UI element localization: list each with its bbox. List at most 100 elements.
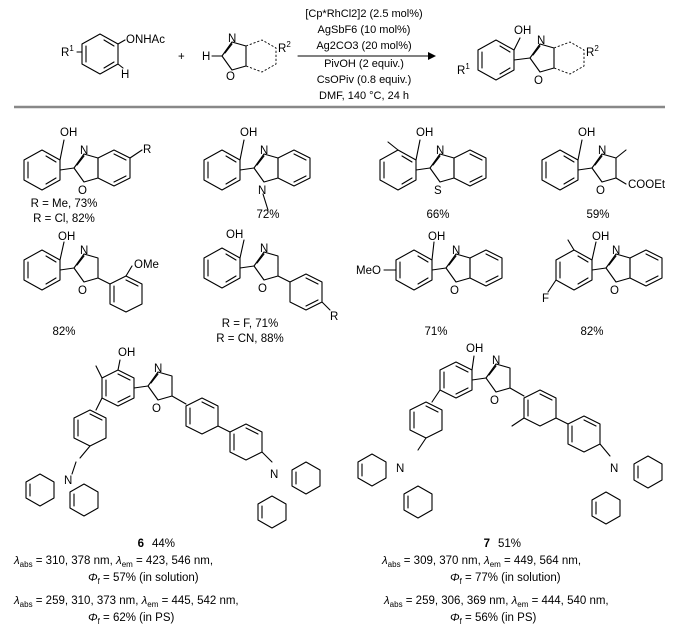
p2-n1-label: N [260, 145, 268, 157]
p5-oh-label: OH [58, 231, 75, 243]
p1-oh-label: OH [60, 127, 77, 139]
product-r1-label: R1 [457, 62, 470, 77]
p4-o-label: O [596, 185, 605, 197]
dye6-left-n-label: N [64, 475, 72, 487]
p8-yield: 82% [580, 326, 603, 338]
reactant-onhac-label: ONHAc [126, 34, 165, 46]
dye7-solution-wavelengths: λabs = 309, 370 nm, λem = 449, 564 nm, [381, 555, 581, 569]
dye7-ps-wavelengths: λabs = 259, 306, 369 nm, λem = 444, 540 … [383, 595, 609, 609]
condition-solvent: DMF, 140 °C, 24 h [319, 90, 409, 102]
product-r2-label: R2 [586, 44, 599, 59]
p1-o-label: O [78, 185, 87, 197]
dye6-ps-quantum-yield: Φf = 62% (in PS) [88, 612, 174, 626]
p2-n2-label: N [258, 185, 266, 197]
p5-n-label: N [80, 245, 88, 257]
reaction-arrowhead [428, 52, 436, 60]
p8-o-label: O [610, 285, 619, 297]
dye6-n-label: N [154, 363, 162, 375]
product-p1: OH N O R R = Me, 73% R = Cl, 82% [23, 127, 151, 225]
product-p5: OH N O OMe 82% [23, 231, 159, 338]
p4-ester-label: COOEt [628, 179, 666, 191]
p3-s-label: S [434, 185, 442, 197]
p7-oh-label: OH [428, 231, 445, 243]
p6-n-label: N [260, 243, 268, 255]
condition-catalyst: [Cp*RhCl2]2 (2.5 mol%) [305, 8, 422, 20]
p4-n-label: N [598, 145, 606, 157]
product-n-label: N [537, 35, 545, 47]
dye6-yield: 44% [152, 538, 175, 550]
reaction-row: ONHAc H R1 + H N O R2 [Cp*RhCl2]2 (2.5 m… [61, 8, 599, 102]
p8-n-label: N [612, 245, 620, 257]
p4-oh-label: OH [578, 127, 595, 139]
product-p3: OH N S 66% [379, 127, 487, 221]
reactant-azole: H N O R2 [202, 33, 291, 83]
reactant-h-label: H [121, 69, 129, 81]
dye7-ps-quantum-yield: Φf = 56% (in PS) [450, 612, 536, 626]
product-phenol-ring [477, 39, 515, 81]
p3-yield: 66% [426, 209, 449, 221]
dye6-solution-wavelengths: λabs = 310, 378 nm, λem = 423, 546 nm, [13, 555, 213, 569]
p2-yield: 72% [256, 209, 279, 221]
p1-yield-cl: R = Cl, 82% [33, 213, 95, 225]
p5-o-label: O [78, 285, 87, 297]
product-oh-label: OH [514, 25, 531, 37]
dye6-ps-wavelengths: λabs = 259, 310, 373 nm, λem = 445, 542 … [13, 595, 239, 609]
dye7-o-label: O [490, 395, 499, 407]
p8-oh-label: OH [592, 231, 609, 243]
dye-6-photophysics: λabs = 310, 378 nm, λem = 423, 546 nm, Φ… [13, 555, 239, 626]
product-p7: OH MeO N O 71% [356, 231, 503, 338]
dye6-solution-quantum-yield: Φf = 57% (in solution) [88, 572, 199, 586]
p3-n-label: N [436, 145, 444, 157]
p7-meo-label: MeO [356, 265, 381, 277]
dye6-oh-label: OH [118, 347, 135, 359]
reaction-product: OH N O R2 R1 [457, 25, 599, 87]
p3-oh-label: OH [416, 127, 433, 139]
p7-o-label: O [450, 285, 459, 297]
p6-yield-f: R = F, 71% [222, 318, 279, 330]
p1-yield-me: R = Me, 73% [31, 198, 98, 210]
dye6-o-label: O [152, 403, 161, 415]
p6-o-label: O [258, 283, 267, 295]
p2-oh-label: OH [240, 127, 257, 139]
dye7-right-n-label: N [610, 463, 618, 475]
p7-n-label: N [452, 245, 460, 257]
dye-7-structure: OH N O N N 7 51% [357, 343, 663, 550]
p7-yield: 71% [424, 326, 447, 338]
condition-agsbf6: AgSbF6 (10 mol%) [318, 24, 411, 36]
reactant2-r2-label: R2 [278, 40, 291, 55]
dye6-right-n-label: N [270, 469, 278, 481]
p1-n-label: N [80, 145, 88, 157]
reactant2-o-label: O [226, 71, 235, 83]
dye7-oh-label: OH [466, 343, 483, 355]
p6-r-label: R [330, 311, 338, 323]
dye-7-photophysics: λabs = 309, 370 nm, λem = 449, 564 nm, Φ… [381, 555, 609, 626]
dye-6-structure: OH N O N N 6 44% [25, 347, 321, 550]
reactant-aryl: ONHAc H R1 [61, 33, 165, 81]
product-p2: OH N N 72% [203, 127, 311, 221]
reactant2-n-label: N [228, 33, 236, 45]
product-p4: OH N O COOEt 59% [541, 127, 666, 221]
p6-yield-cn: R = CN, 88% [216, 333, 283, 345]
plus-sign: + [178, 51, 185, 63]
reactant2-h-label: H [202, 51, 210, 63]
reaction-conditions: [Cp*RhCl2]2 (2.5 mol%) AgSbF6 (10 mol%) … [297, 8, 436, 102]
p4-yield: 59% [586, 209, 609, 221]
reactant-r1-label: R1 [61, 44, 74, 59]
dye7-compound-number: 7 [484, 538, 490, 550]
product-p8: OH F N O 82% [542, 231, 663, 338]
product-o-label: O [534, 75, 543, 87]
p6-oh-label: OH [226, 229, 243, 241]
dye7-left-n-label: N [396, 463, 404, 475]
reactant-benzene-ring [81, 33, 119, 75]
condition-csopiv: CsOPiv (0.8 equiv.) [317, 74, 412, 86]
p8-f-label: F [542, 293, 549, 305]
p5-yield: 82% [52, 326, 75, 338]
dye7-solution-quantum-yield: Φf = 77% (in solution) [450, 572, 561, 586]
dye7-n-label: N [492, 355, 500, 367]
dye7-yield: 51% [498, 538, 521, 550]
condition-pivoh: PivOH (2 equiv.) [324, 58, 404, 70]
dye6-compound-number: 6 [138, 538, 144, 550]
product-p6: OH N O R R = F, 71% R = CN, 88% [203, 229, 338, 345]
p5-ome-label: OMe [134, 259, 159, 271]
